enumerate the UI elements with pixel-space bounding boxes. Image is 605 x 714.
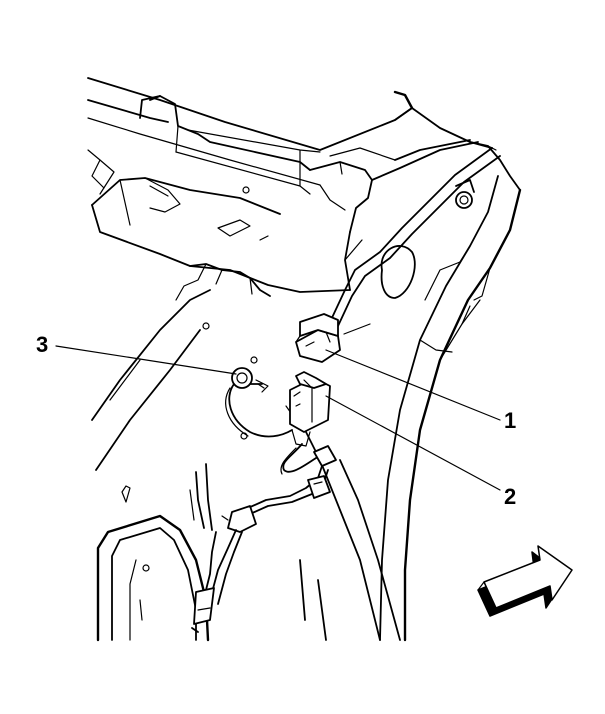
harness-connector (295, 313, 371, 363)
forward-arrow-icon (477, 545, 573, 617)
leader-line-3 (55, 345, 237, 375)
leader-line-1 (325, 349, 501, 421)
leader-lines (55, 345, 501, 491)
quarter-panel (344, 90, 522, 642)
floor-panel (87, 77, 413, 330)
leader-line-2 (325, 395, 501, 491)
upper-harness (329, 145, 501, 327)
trim-panel (96, 514, 210, 642)
callout-3-label: 3 (36, 332, 49, 357)
callout-1-label: 1 (504, 408, 517, 433)
ground-fastener (225, 367, 293, 438)
lower-harness (189, 443, 337, 633)
module-connector (289, 371, 331, 447)
callout-2-label: 2 (504, 484, 517, 509)
left-panel (91, 289, 401, 641)
